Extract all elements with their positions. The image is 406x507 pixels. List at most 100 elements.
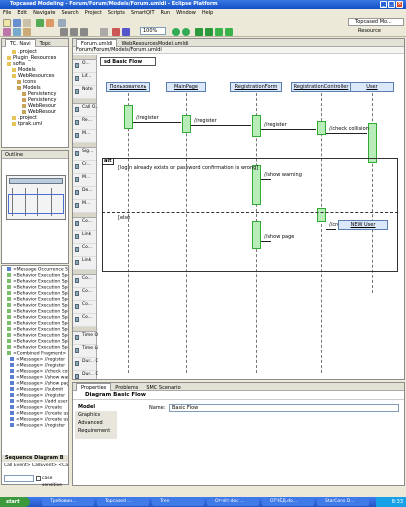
activation-bar[interactable] [317,121,326,135]
palette-tool[interactable]: Dur... Co... [73,358,106,371]
model-tree-item[interactable]: <Message> //submit [2,387,68,393]
font-icon[interactable] [100,28,108,36]
palette-tool[interactable]: Link [73,257,96,270]
model-tree-item[interactable]: <Behavior Execution Spe [2,279,68,285]
navigator-tree-item[interactable]: Persistency [2,91,68,97]
model-tree-item[interactable]: <Behavior Execution Spe [2,309,68,315]
taskbar-task[interactable]: Tren [152,498,204,506]
search-input[interactable] [4,475,34,482]
palette-tool[interactable]: Time Ob... [73,332,105,345]
navigator-tree-item[interactable]: WebResour [2,109,68,115]
message-arrow[interactable] [133,122,181,123]
menu-file[interactable]: File [3,10,12,16]
lifeline-head[interactable]: User [350,82,394,92]
zoom-select[interactable]: 100% [140,27,166,35]
case-sensitive-checkbox[interactable] [36,476,41,481]
sequence-diagram-tab[interactable]: Sequence Diagram B [2,455,68,462]
message-arrow[interactable] [191,125,251,126]
navigator-tree-item[interactable]: Persistency [2,97,68,103]
model-tree-item[interactable]: <Behavior Execution Spe [2,327,68,333]
model-tree-item[interactable]: <Behavior Execution Spe [2,333,68,339]
taskbar-task[interactable]: ОТЧЁД.do... [262,498,314,506]
palette-tool[interactable]: M... [73,130,96,143]
paste-icon[interactable] [23,28,31,36]
save-icon[interactable] [13,19,21,27]
navigator-tree-item[interactable]: WebResour [2,103,68,109]
copy-icon[interactable] [13,28,21,36]
menu-run[interactable]: Run [160,10,171,16]
model-tree-item[interactable]: <Behavior Execution Spe [2,273,68,279]
model-tree-item[interactable]: <Message> //register [2,423,68,429]
layout-icon[interactable] [80,28,88,36]
palette-tool[interactable]: Lif... [73,73,96,86]
cut-icon[interactable] [3,28,11,36]
tab-smc-scenario[interactable]: SMC Scenario [146,385,181,391]
activation-bar[interactable] [182,115,191,133]
model-tree-item[interactable]: <Message> //register [2,363,68,369]
validate-icon[interactable] [225,28,233,36]
model-tree-item[interactable]: <Message> //check collis [2,369,68,375]
tab-webresources-umldi[interactable]: WebResourcesModel.umldi [121,41,189,47]
menu-smartqit[interactable]: SmartQIT [130,10,155,16]
navigator-tree-item[interactable]: icons [2,79,68,85]
menu-edit[interactable]: Edit [17,10,28,16]
resource-perspective-button[interactable]: Resource [350,27,404,35]
model-tree-item[interactable]: <Message> //register [2,357,68,363]
palette-group-header[interactable] [73,327,96,332]
taskbar-task[interactable]: StarCons D... [317,498,369,506]
navigator-tree-item[interactable]: Models [2,67,68,73]
run-icon[interactable] [36,19,44,27]
navigator-tree-item[interactable]: sofia [2,61,68,67]
model-tree-item[interactable]: <Behavior Execution Spe [2,297,68,303]
palette-tool[interactable]: Co... [73,244,96,257]
tab-properties[interactable]: Properties [76,383,112,391]
activation-bar[interactable] [368,123,377,163]
maximize-button[interactable]: □ [388,1,395,8]
model-tree-item[interactable]: <Message> //create user [2,411,68,417]
palette-tool[interactable]: Link [73,231,96,244]
palette-tool[interactable]: Call O... [73,104,99,117]
model-tree-item[interactable]: <Behavior Execution Spe [2,291,68,297]
zoom-out-icon[interactable] [182,28,190,36]
arrow-up-icon[interactable] [205,28,213,36]
palette-tool[interactable]: Co... [73,301,96,314]
outline-thumbnail[interactable] [6,175,66,220]
lifeline-head[interactable]: MainPage [166,82,206,92]
message-arrow[interactable] [261,179,271,180]
zoom-in-icon[interactable] [172,28,180,36]
section-graphics[interactable]: Graphics [78,412,101,418]
activation-bar[interactable] [252,165,261,205]
activation-bar[interactable] [124,105,133,129]
model-tree-item[interactable]: <Message> //register [2,393,68,399]
arrow-down-icon[interactable] [195,28,203,36]
palette-tool[interactable]: Cr... [73,161,96,174]
navigator-tree-item[interactable]: .project [2,115,68,121]
activation-bar[interactable] [252,221,261,249]
model-tree-item[interactable]: <Message> //create user [2,417,68,423]
menu-scripts[interactable]: Scripts [107,10,125,16]
taskbar-task[interactable]: Topcased ... [97,498,149,506]
palette-tool[interactable]: Sig... [73,148,96,161]
palette-tool[interactable]: M... [73,174,96,187]
tab-tc-navigator[interactable]: TC. Navi [5,39,36,47]
align-icon[interactable] [60,28,68,36]
palette-tool[interactable]: De... [73,187,96,200]
perspective-button[interactable]: Topcased Mo... [348,18,404,26]
model-tree-item[interactable]: <Behavior Execution Spe [2,285,68,291]
model-tree-item[interactable]: <Behavior Execution Spe [2,303,68,309]
print-icon[interactable] [23,19,31,27]
check-icon[interactable] [215,28,223,36]
menu-window[interactable]: Window [176,10,196,16]
taskbar-task[interactable]: Требован... [42,498,94,506]
close-button[interactable]: × [396,1,403,8]
menu-search[interactable]: Search [61,10,79,16]
menu-help[interactable]: Help [201,10,214,16]
palette-group-header[interactable] [73,143,96,148]
activation-bar[interactable] [252,115,261,137]
message-arrow[interactable] [326,133,367,134]
start-button[interactable]: start [0,497,30,507]
search-icon[interactable] [58,19,66,27]
name-field[interactable]: Basic Flow [169,404,399,412]
model-tree-item[interactable]: <Message> //add user [2,399,68,405]
